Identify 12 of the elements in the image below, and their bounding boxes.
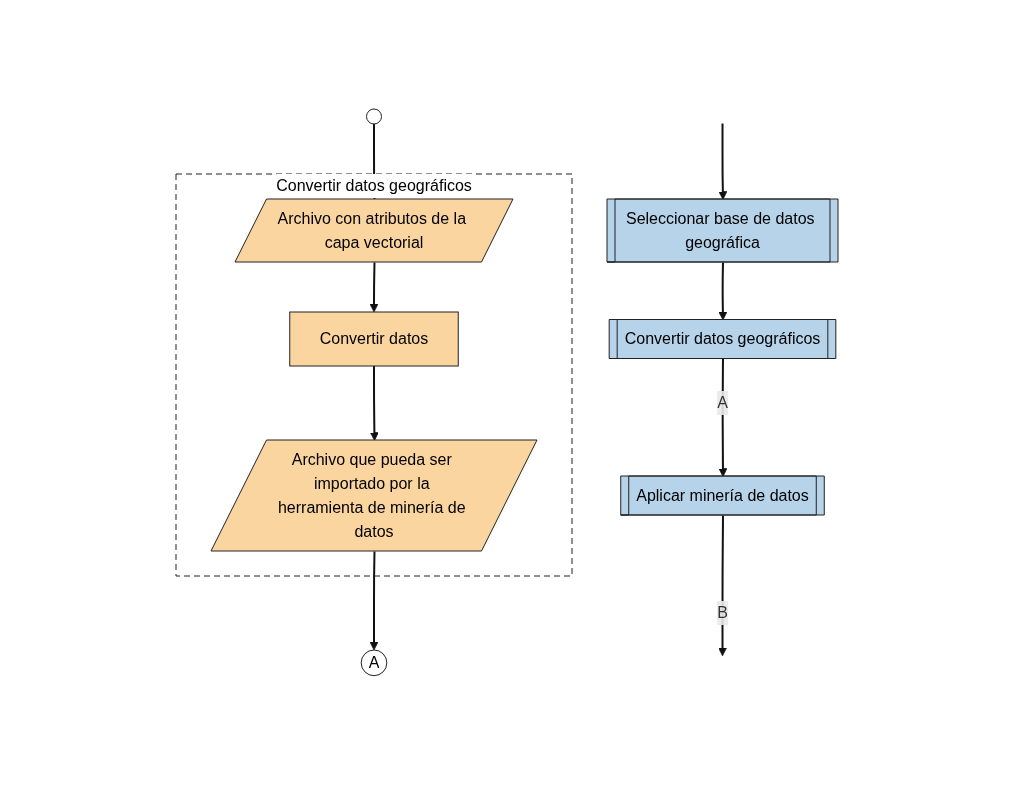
arrow [717,122,727,201]
arrow [717,514,727,657]
edge-label: A [716,394,728,412]
arrow [718,261,727,321]
arrow [369,550,378,651]
edge-label: B [716,604,728,622]
node-circle [365,108,382,125]
node-box: Convertir datos [288,311,459,367]
arrow [369,365,379,442]
arrow [718,358,727,478]
arrow [369,261,378,313]
node-circle: A [360,649,387,677]
